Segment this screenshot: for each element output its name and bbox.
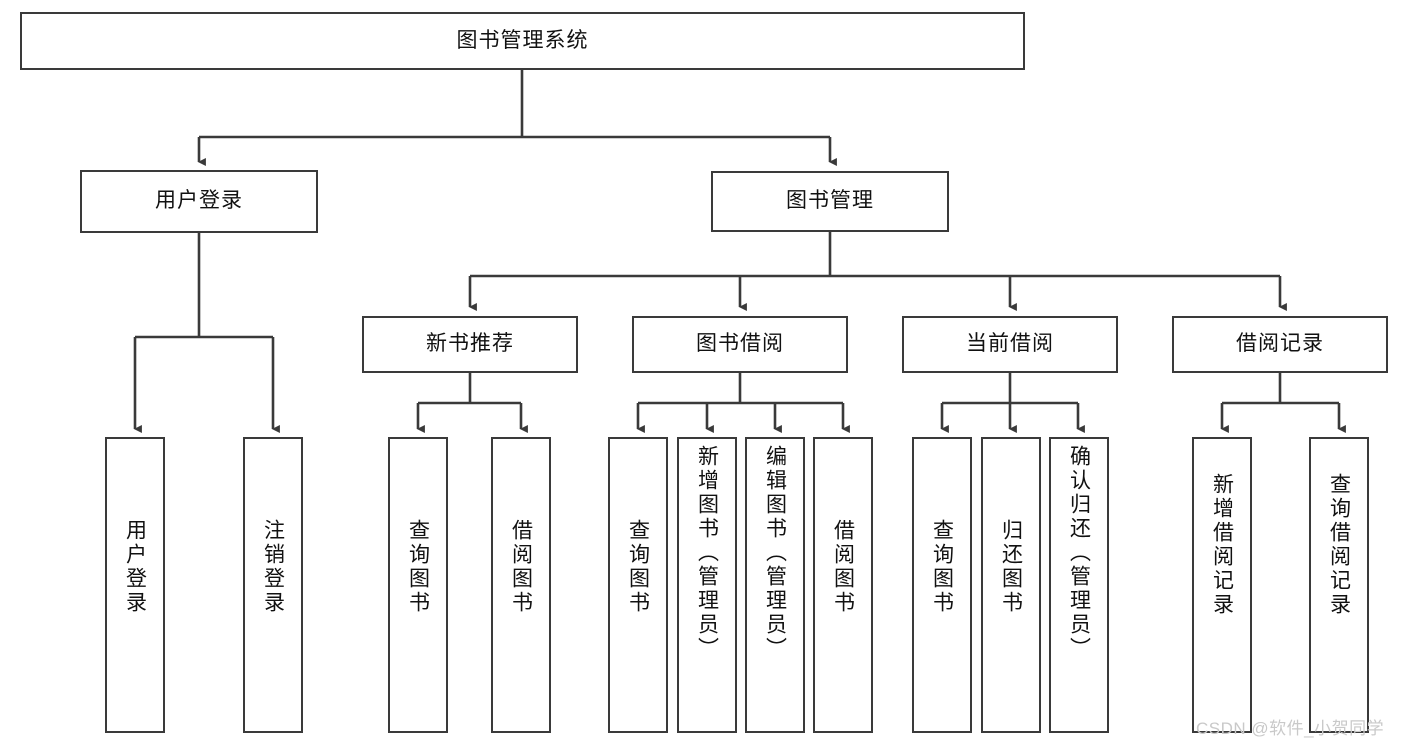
node-label: 查询图书 (626, 519, 650, 615)
node-label: 编辑图书（管理员） (763, 445, 787, 661)
node-label: 借阅图书 (509, 519, 533, 615)
node-borrow-record[interactable]: 借阅记录 (1172, 316, 1388, 373)
node-label: 图书借阅 (696, 332, 784, 356)
node-label: 查询借阅记录 (1327, 473, 1351, 617)
node-label: 用户登录 (155, 189, 243, 213)
leaf-add-borrow-record[interactable]: 新增借阅记录 (1192, 437, 1252, 733)
node-label: 用户登录 (123, 519, 147, 615)
leaf-query-book-current[interactable]: 查询图书 (912, 437, 972, 733)
node-book-management-system[interactable]: 图书管理系统 (20, 12, 1025, 70)
leaf-query-book-recommend[interactable]: 查询图书 (388, 437, 448, 733)
leaf-user-login[interactable]: 用户登录 (105, 437, 165, 733)
node-label: 查询图书 (930, 519, 954, 615)
leaf-add-book[interactable]: 新增图书（管理员） (677, 437, 737, 733)
node-label: 新增图书（管理员） (695, 445, 719, 661)
node-new-book-recommend[interactable]: 新书推荐 (362, 316, 578, 373)
node-label: 图书管理 (786, 189, 874, 213)
leaf-return-book[interactable]: 归还图书 (981, 437, 1041, 733)
node-label: 查询图书 (406, 519, 430, 615)
node-label: 新增借阅记录 (1210, 473, 1234, 617)
leaf-edit-book[interactable]: 编辑图书（管理员） (745, 437, 805, 733)
leaf-borrow-book-recommend[interactable]: 借阅图书 (491, 437, 551, 733)
node-book-management[interactable]: 图书管理 (711, 171, 949, 232)
watermark-text: CSDN @软件_小贺同学 (1196, 719, 1385, 738)
node-label: 归还图书 (999, 519, 1023, 615)
node-label: 当前借阅 (966, 332, 1054, 356)
node-user-login[interactable]: 用户登录 (80, 170, 318, 233)
leaf-query-borrow-record[interactable]: 查询借阅记录 (1309, 437, 1369, 733)
node-label: 确认归还（管理员） (1067, 445, 1091, 661)
leaf-query-book-borrow[interactable]: 查询图书 (608, 437, 668, 733)
leaf-borrow-book[interactable]: 借阅图书 (813, 437, 873, 733)
node-label: 借阅记录 (1236, 332, 1324, 356)
leaf-logout-login[interactable]: 注销登录 (243, 437, 303, 733)
node-label: 注销登录 (261, 519, 285, 615)
node-book-borrow[interactable]: 图书借阅 (632, 316, 848, 373)
node-label: 图书管理系统 (456, 28, 589, 52)
node-current-borrow[interactable]: 当前借阅 (902, 316, 1118, 373)
leaf-confirm-return[interactable]: 确认归还（管理员） (1049, 437, 1109, 733)
node-label: 新书推荐 (426, 332, 514, 356)
node-label: 借阅图书 (831, 519, 855, 615)
